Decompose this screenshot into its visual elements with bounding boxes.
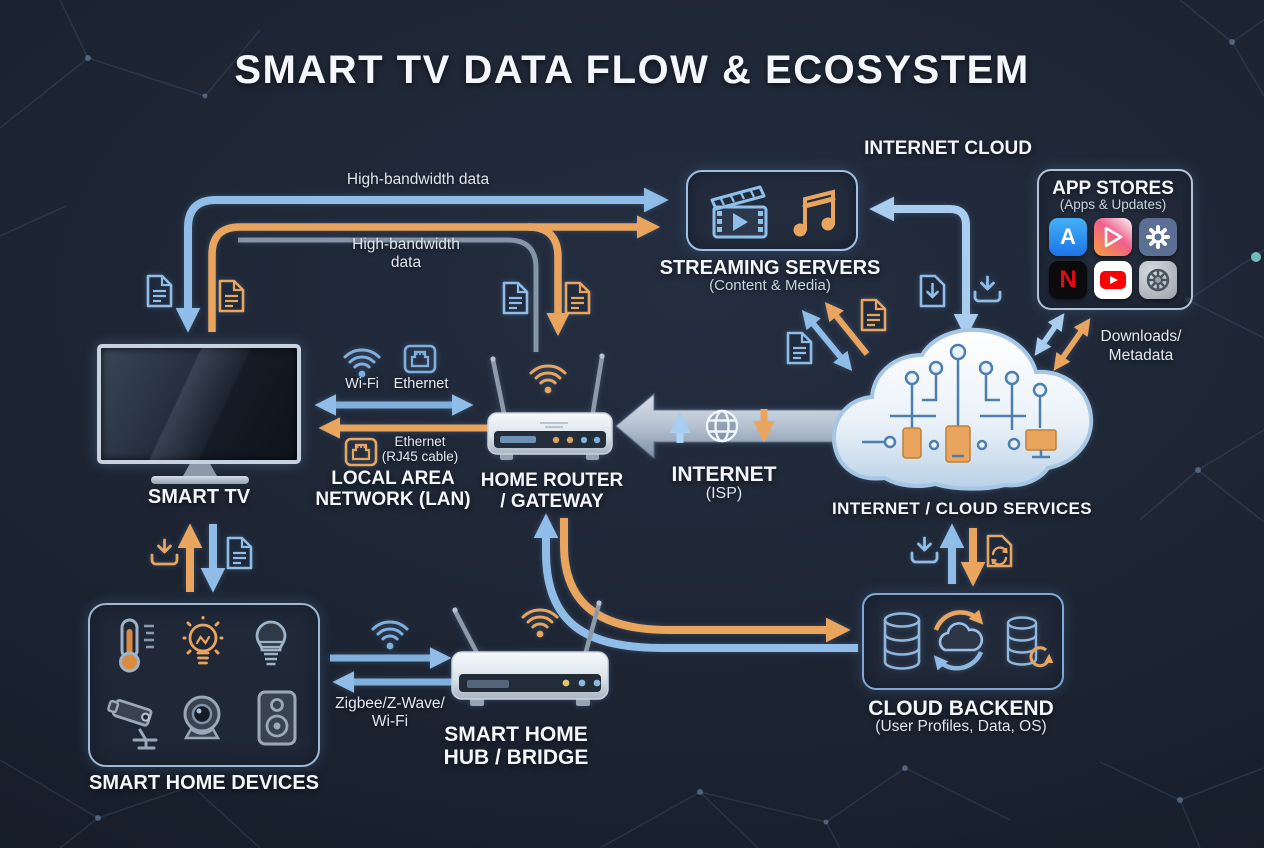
streaming-servers-icons xyxy=(710,185,836,239)
internet-subtitle: (ISP) xyxy=(705,485,743,502)
app-icons-row-1: A xyxy=(1049,218,1177,256)
netflix-letter: N xyxy=(1059,266,1077,293)
speaker-icon xyxy=(257,690,297,746)
app-stores-title: APP STORES xyxy=(1052,178,1174,199)
smart-tv-graphic xyxy=(97,344,301,464)
streaming-servers-title: STREAMING SERVERS xyxy=(659,257,881,279)
cloud-services-title: INTERNET / CLOUD SERVICES xyxy=(832,499,1092,518)
page-title: SMART TV DATA FLOW & ECOSYSTEM xyxy=(234,48,1030,92)
ethernet-label: Ethernet xyxy=(393,376,449,392)
app-store-icon: A xyxy=(1049,218,1087,256)
cloud-backend-title: CLOUD BACKEND xyxy=(868,697,1054,720)
smart-tv-stand-neck xyxy=(183,464,217,476)
led-bulb-icon xyxy=(255,620,287,666)
netflix-icon: N xyxy=(1049,261,1087,299)
security-camera-icon xyxy=(107,698,158,750)
zigbee-label-2: Wi-Fi xyxy=(371,713,409,730)
smart-tv-title: SMART TV xyxy=(147,486,251,508)
downloads-label-2: Metadata xyxy=(1108,347,1174,364)
google-play-icon xyxy=(1094,218,1132,256)
high-bandwidth-mid-label-1: High-bandwidth xyxy=(352,236,460,253)
internet-cloud-label: INTERNET CLOUD xyxy=(864,138,1032,159)
smart-tv-stand-base xyxy=(151,476,249,484)
cloud-backend-subtitle: (User Profiles, Data, OS) xyxy=(875,718,1047,735)
app-stores-subtitle: (Apps & Updates) xyxy=(1059,197,1167,212)
router-title-1: HOME ROUTER xyxy=(480,470,624,491)
lan-title-2: NETWORK (LAN) xyxy=(315,489,471,510)
settings-gear-icon xyxy=(1139,218,1177,256)
high-bandwidth-top-label: High-bandwidth data xyxy=(346,171,490,188)
system-gear-icon xyxy=(1139,261,1177,299)
hub-title-1: SMART HOME xyxy=(444,723,588,746)
music-note-icon xyxy=(793,189,836,237)
lightbulb-icon xyxy=(182,616,224,665)
streaming-servers-subtitle: (Content & Media) xyxy=(709,277,831,294)
thermostat-icon xyxy=(119,618,154,673)
zigbee-label-1: Zigbee/Z-Wave/ xyxy=(335,695,445,712)
lan-title-1: LOCAL AREA xyxy=(331,468,455,489)
smart-home-devices-title: SMART HOME DEVICES xyxy=(88,772,320,794)
ethernet-cable-label-2: (RJ45 cable) xyxy=(381,449,459,464)
wifi-label: Wi-Fi xyxy=(345,376,379,392)
downloads-label-1: Downloads/ xyxy=(1100,328,1182,345)
hub-title-2: HUB / BRIDGE xyxy=(443,746,589,769)
internet-title: INTERNET xyxy=(671,463,777,486)
ethernet-cable-label-1: Ethernet xyxy=(394,434,446,449)
router-title-2: / GATEWAY xyxy=(500,491,604,512)
app-icons-row-2: N xyxy=(1049,261,1177,299)
smart-home-device-icons xyxy=(107,616,297,750)
film-clapper-icon xyxy=(710,185,768,239)
webcam-icon xyxy=(183,695,221,740)
youtube-icon xyxy=(1094,261,1132,299)
cloud-backend-box xyxy=(862,593,1064,690)
app-store-letter: A xyxy=(1060,224,1076,249)
high-bandwidth-mid-label-2: data xyxy=(390,254,422,271)
